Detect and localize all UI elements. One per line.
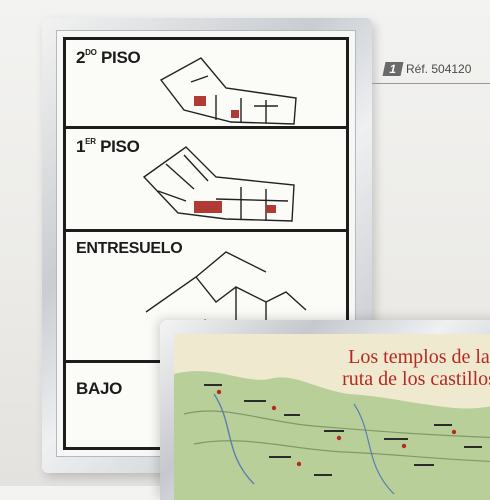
snap-frame-front: Los templos de la ruta de los castillos	[160, 320, 490, 500]
floor-label-bajo: BAJO	[76, 379, 123, 398]
floor-row-bajo: BAJO	[66, 363, 346, 463]
reference-rule-line	[372, 83, 490, 84]
product-photo: 2DO PISO	[42, 18, 490, 500]
map-illustration	[174, 371, 490, 500]
floor-label-1: 1ER PISO	[76, 137, 140, 156]
floor-label-entresuelo: ENTRESUELO	[76, 240, 183, 257]
map-title: Los templos de la ruta de los castillos	[334, 346, 490, 390]
reference-code: Réf. 504120	[406, 62, 472, 76]
floor-plan-drawing-2	[159, 57, 297, 125]
floor-label-2: 2DO PISO	[76, 48, 141, 67]
map-title-line-1: Los templos de la	[348, 346, 490, 368]
floor-row-2: 2DO PISO	[66, 40, 346, 129]
reference-tag: 1 Réf. 504120	[382, 62, 472, 76]
reference-number-badge: 1	[382, 62, 404, 76]
floor-plan-drawing-1	[142, 146, 295, 222]
floor-row-1: 1ER PISO	[66, 129, 346, 232]
map-poster: Los templos de la ruta de los castillos	[174, 334, 490, 500]
map-title-line-2: ruta de los castillos	[342, 368, 490, 390]
